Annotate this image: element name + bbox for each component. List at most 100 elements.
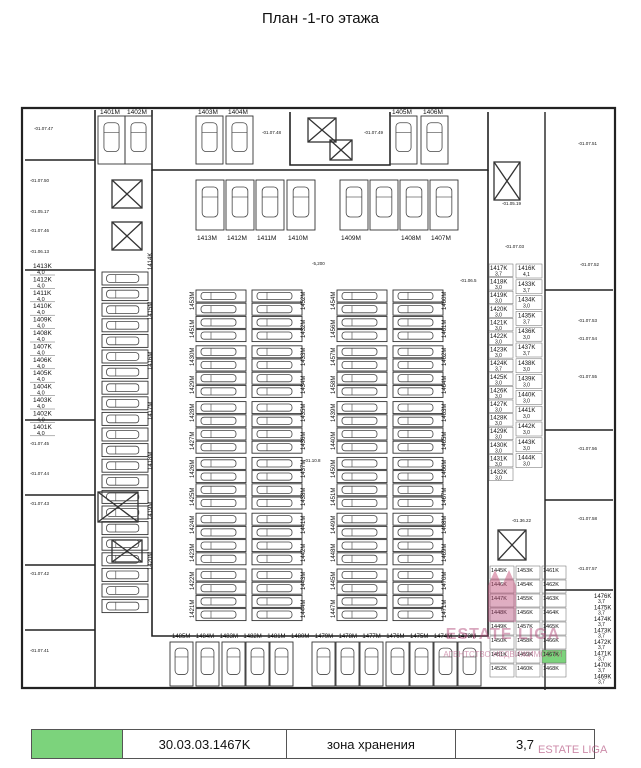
car-icon	[200, 305, 237, 314]
spot-outline	[251, 456, 303, 470]
parking-spot	[336, 401, 388, 415]
parking-spot	[389, 115, 418, 165]
parking-spot	[336, 594, 388, 608]
se-storage-label: 1451K	[491, 652, 507, 658]
spot-outline	[195, 568, 247, 582]
right-inner-label: 1416K	[518, 266, 535, 272]
se-storage-label: 1464K	[543, 610, 559, 616]
car-icon	[106, 586, 140, 595]
far-right-storage-area: 3,7	[598, 668, 605, 674]
parking-spot	[251, 358, 303, 372]
car-icon	[256, 528, 293, 537]
room-code: -01.07.47	[34, 126, 54, 131]
spot-outline	[195, 581, 247, 595]
left-storage-label: 1413K	[33, 263, 52, 270]
spot-outline	[399, 179, 429, 231]
left-parking-label: 1418M	[148, 452, 154, 470]
spot-outline	[392, 440, 444, 454]
right-inner-label: 1433K	[518, 282, 535, 288]
spot-outline	[392, 456, 444, 470]
car-icon	[201, 186, 219, 218]
car-icon	[200, 597, 237, 606]
parking-spot	[101, 427, 149, 442]
car-icon	[200, 360, 237, 369]
far-right-storage-area: 3,7	[598, 657, 605, 663]
room-code: -01.07.46	[30, 228, 50, 233]
car-icon	[341, 305, 378, 314]
car-icon	[345, 186, 363, 218]
right-storage-area: 3,0	[495, 394, 502, 400]
car-icon	[341, 374, 378, 383]
car-icon	[256, 584, 293, 593]
car-icon	[397, 541, 434, 550]
column-parking-label: 1470M	[442, 572, 448, 590]
spot-outline	[335, 641, 360, 687]
spot-outline	[392, 581, 444, 595]
right-storage-area: 3,0	[495, 421, 502, 427]
column-parking-label: 1424M	[190, 516, 196, 534]
spot-outline	[392, 401, 444, 415]
car-icon	[200, 347, 237, 356]
right-storage-area: 3,0	[495, 340, 502, 346]
car-icon	[200, 318, 237, 327]
storage-cell	[488, 372, 514, 386]
spot-outline	[251, 512, 303, 526]
right-inner-label: 1435K	[518, 313, 535, 319]
car-icon	[256, 374, 293, 383]
storage-cell	[515, 263, 543, 279]
se-storage-label: 1458K	[517, 638, 533, 644]
storage-cell	[488, 413, 514, 427]
spot-outline	[195, 552, 247, 566]
storage-cell	[515, 342, 543, 358]
right-storage-label: 1422K	[490, 334, 507, 340]
right-storage-label: 1427K	[490, 402, 507, 408]
car-icon	[106, 398, 140, 408]
parking-spot	[392, 414, 444, 428]
spot-outline	[392, 414, 444, 428]
column-parking-label: 1451M	[190, 320, 196, 338]
se-storage-label: 1445K	[491, 568, 507, 574]
car-icon	[226, 647, 241, 675]
left-storage-area: 4,0	[37, 417, 45, 423]
right-storage-area: 3,0	[495, 476, 502, 482]
se-storage-label: 1460K	[517, 666, 533, 672]
storage-cell	[515, 279, 543, 295]
car-icon	[200, 610, 237, 619]
car-icon	[341, 597, 378, 606]
car-icon	[130, 122, 147, 152]
parking-spot	[101, 333, 149, 348]
legend-bar: 30.03.03.1467K зона хранения 3,7	[31, 729, 595, 759]
storage-cell	[515, 635, 541, 650]
car-icon	[397, 459, 434, 468]
car-icon	[341, 459, 378, 468]
car-icon	[341, 443, 378, 452]
storage-cell	[489, 621, 515, 636]
spot-outline	[336, 594, 388, 608]
parking-spot	[369, 179, 399, 231]
spot-outline	[225, 115, 254, 165]
spot-outline	[369, 179, 399, 231]
parking-spot	[195, 115, 224, 165]
spot-outline	[392, 289, 444, 303]
spot-outline	[392, 568, 444, 582]
spot-outline	[101, 365, 149, 380]
spot-outline	[359, 641, 384, 687]
right-inner-area: 3,0	[523, 414, 530, 420]
car-icon	[106, 445, 140, 455]
car-icon	[106, 570, 140, 580]
car-icon	[341, 403, 378, 412]
storage-cell	[541, 621, 567, 636]
parking-spot	[251, 427, 303, 441]
column-parking-label: 1450M	[331, 460, 337, 478]
car-icon	[397, 403, 434, 412]
car-icon	[375, 186, 393, 218]
parking-spot	[195, 483, 247, 497]
spot-outline	[195, 539, 247, 553]
car-icon	[256, 403, 293, 412]
se-storage-label: 1447K	[491, 596, 507, 602]
right-inner-area: 3,0	[523, 446, 530, 452]
parking-spot	[101, 583, 149, 598]
column-parking-label: 1449M	[331, 516, 337, 534]
car-icon	[462, 647, 477, 675]
car-icon	[106, 555, 140, 564]
